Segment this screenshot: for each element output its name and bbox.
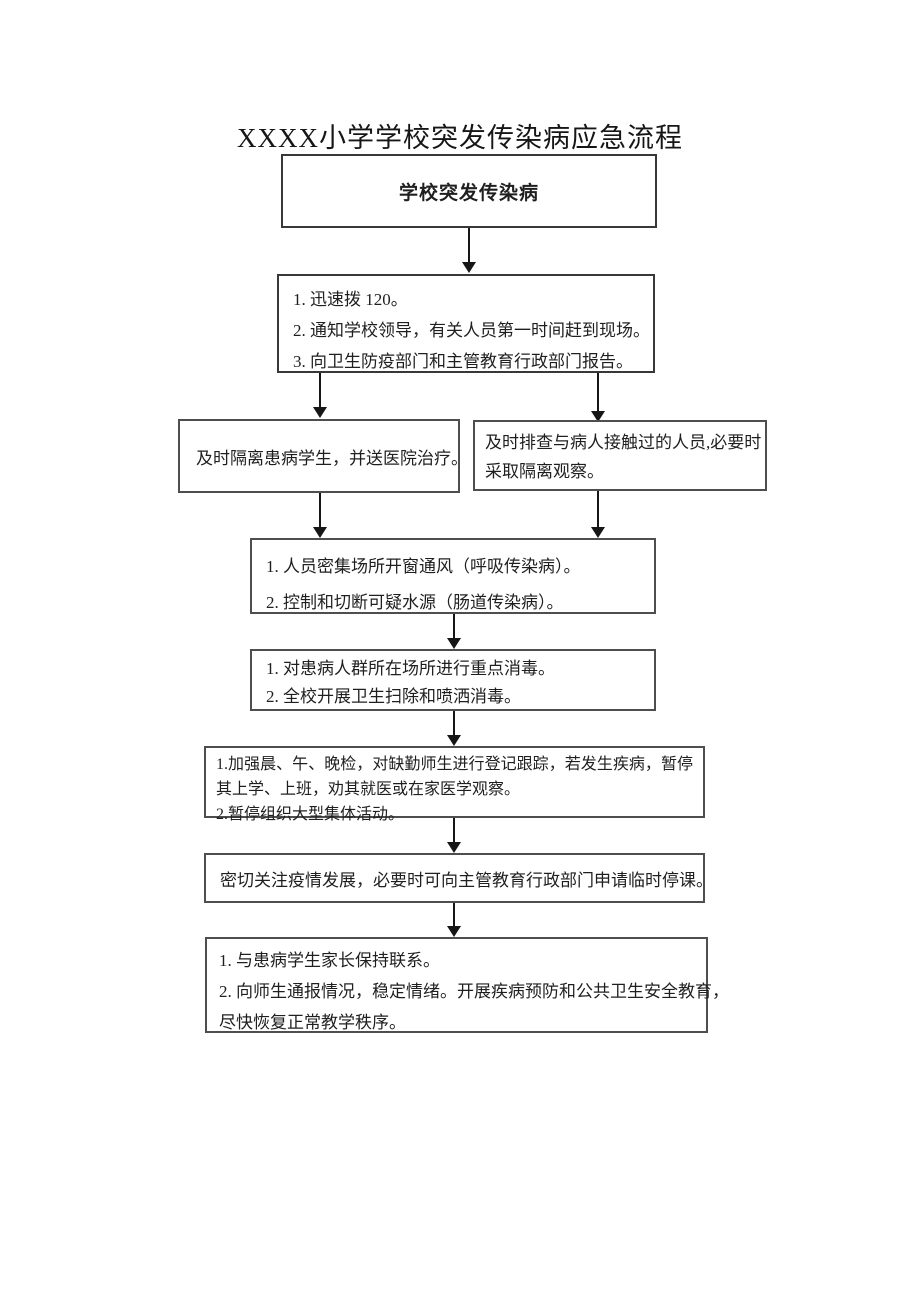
- flow-node-initial-response: 1. 迅速拨 120。 2. 通知学校领导，有关人员第一时间赶到现场。 3. 向…: [277, 274, 655, 373]
- flow-arrow-line: [468, 228, 470, 263]
- flow-node-attendance-checks: 1.加强晨、午、晚检，对缺勤师生进行登记跟踪，若发生疾病，暂停 其上学、上班，劝…: [204, 746, 705, 823]
- flow-node-line: 其上学、上班，劝其就医或在家医学观察。: [216, 781, 521, 798]
- flow-node-line: 2. 向师生通报情况，稳定情绪。开展疾病预防和公共卫生安全教育，: [219, 982, 729, 1001]
- flow-node-line: 2. 通知学校领导，有关人员第一时间赶到现场。: [293, 321, 650, 340]
- flow-node-line: 采取隔离观察。: [485, 462, 604, 481]
- flow-node-line: 1. 人员密集场所开窗通风（呼吸传染病）。: [266, 557, 581, 576]
- flow-node-line: 1. 对患病人群所在场所进行重点消毒。: [266, 659, 555, 678]
- flow-node-line: 1.加强晨、午、晚检，对缺勤师生进行登记跟踪，若发生疾病，暂停: [216, 756, 693, 773]
- flow-node-monitor-epidemic: 密切关注疫情发展，必要时可向主管教育行政部门申请临时停课。: [204, 853, 713, 903]
- flow-arrow-head: [591, 411, 605, 422]
- flow-arrow-line: [453, 711, 455, 735]
- flow-node-line: 尽快恢复正常教学秩序。: [219, 1013, 406, 1032]
- flow-node-line: 及时排查与病人接触过的人员,必要时: [485, 433, 762, 452]
- flow-node-line: 3. 向卫生防疫部门和主管教育行政部门报告。: [293, 352, 633, 371]
- flow-node-line: 密切关注疫情发展，必要时可向主管教育行政部门申请临时停课。: [220, 870, 713, 890]
- flow-node-line: 学校突发传染病: [398, 182, 539, 204]
- flow-arrow-line: [319, 373, 321, 408]
- flow-node-line: 1. 迅速拨 120。: [293, 290, 408, 309]
- flow-arrow-line: [453, 818, 455, 842]
- flow-node-line: 2.暂停组织大型集体活动。: [216, 806, 405, 823]
- flow-arrow-line: [319, 493, 321, 527]
- flow-node-line: 2. 全校开展卫生扫除和喷洒消毒。: [266, 687, 521, 706]
- flow-arrow-head: [462, 262, 476, 273]
- flow-node-line: 1. 与患病学生家长保持联系。: [219, 951, 440, 970]
- flow-arrow-line: [597, 373, 599, 411]
- flow-arrow-head: [447, 735, 461, 746]
- flow-node-ventilation-and-water: 1. 人员密集场所开窗通风（呼吸传染病）。 2. 控制和切断可疑水源（肠道传染病…: [250, 538, 656, 614]
- flow-node-screen-contacts: 及时排查与病人接触过的人员,必要时 采取隔离观察。: [473, 420, 767, 491]
- flow-node-line: 及时隔离患病学生，并送医院治疗。: [196, 448, 468, 468]
- flow-arrow-head: [591, 527, 605, 538]
- flow-arrow-line: [597, 491, 599, 527]
- flow-node-disinfection: 1. 对患病人群所在场所进行重点消毒。 2. 全校开展卫生扫除和喷洒消毒。: [250, 649, 656, 711]
- page-title: XXXX小学学校突发传染病应急流程: [237, 123, 683, 153]
- flow-arrow-line: [453, 903, 455, 926]
- flow-arrow-head: [313, 407, 327, 418]
- flow-arrow-line: [453, 614, 455, 638]
- flow-node-isolate-sick-students: 及时隔离患病学生，并送医院治疗。: [178, 419, 468, 493]
- flow-arrow-head: [447, 926, 461, 937]
- flow-node-line: 2. 控制和切断可疑水源（肠道传染病）。: [266, 593, 564, 612]
- flow-node-communication-recovery: 1. 与患病学生家长保持联系。 2. 向师生通报情况，稳定情绪。开展疾病预防和公…: [205, 937, 729, 1033]
- flow-arrow-head: [447, 842, 461, 853]
- flow-arrow-head: [447, 638, 461, 649]
- flow-node-start: 学校突发传染病: [281, 154, 657, 228]
- flow-arrow-head: [313, 527, 327, 538]
